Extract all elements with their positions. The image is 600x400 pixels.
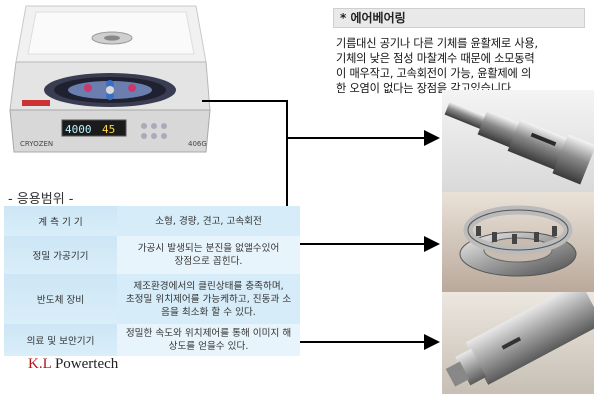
cell-line: 상도를 얻을수 있다. bbox=[168, 341, 249, 352]
arrow-to-photo-2 bbox=[286, 138, 440, 252]
cell-line: 제조환경에서의 클린상태를 충족하며, bbox=[133, 280, 284, 292]
cell-line: 가공시 발생되는 분진을 없앨수있어 bbox=[137, 243, 280, 254]
display-left: 4000 bbox=[65, 123, 92, 136]
centrifuge-model: 406G bbox=[188, 140, 207, 148]
description-cell: 가공시 발생되는 분진을 없앨수있어 장점으로 꼽힌다. bbox=[117, 236, 300, 274]
arrow-to-photo-3 bbox=[286, 244, 440, 350]
field-cell: 계 측 기 기 bbox=[4, 206, 118, 236]
table-row: 반도체 장비 제조환경에서의 클린상태를 충족하며, 초정밀 위치제어를 가능케… bbox=[4, 274, 300, 324]
air-bearing-ring-photo bbox=[442, 192, 594, 294]
company-logo: K.L Powertech bbox=[28, 356, 118, 373]
description-cell: 소형, 경량, 견고, 고속회전 bbox=[117, 206, 300, 236]
air-bearing-spindle-photo bbox=[442, 90, 594, 192]
description-line: 이 매우작고, 고속회전이 가능, 윤활제에 의 bbox=[336, 67, 532, 80]
table-row: 계 측 기 기 소형, 경량, 견고, 고속회전 bbox=[4, 206, 300, 236]
description-cell: 제조환경에서의 클린상태를 충족하며, 초정밀 위치제어를 가능케하고, 진동과… bbox=[117, 274, 300, 324]
cell-line: 장점으로 꼽힌다. bbox=[174, 256, 243, 267]
air-bearing-description: 기름대신 공기나 다른 기체를 윤활제로 사용, 기체의 낮은 점성 마찰계수 … bbox=[336, 36, 598, 96]
cell-line: 음을 최소화 할 수 있다. bbox=[161, 306, 256, 318]
air-bearing-shaft-photo bbox=[442, 292, 594, 394]
field-cell: 정밀 가공기기 bbox=[4, 236, 118, 274]
arrow-to-photo-1 bbox=[202, 100, 440, 146]
field-cell: 반도체 장비 bbox=[4, 274, 118, 324]
description-line: 기름대신 공기나 다른 기체를 윤활제로 사용, bbox=[336, 37, 538, 50]
centrifuge-brand: CRYOZEN bbox=[20, 140, 53, 148]
display-right: 45 bbox=[102, 123, 115, 136]
cell-line: 소형, 경량, 견고, 고속회전 bbox=[155, 215, 262, 227]
cell-line: 정밀한 속도와 위치제어를 통해 이미지 해 bbox=[125, 328, 292, 339]
centrifuge-image: 4000 45 CRYOZEN 406G bbox=[6, 2, 214, 158]
air-bearing-heading: * 에어베어링 bbox=[333, 8, 585, 28]
description-line: 기체의 낮은 점성 마찰계수 때문에 소모동력 bbox=[336, 52, 535, 65]
logo-name: Powertech bbox=[54, 356, 119, 372]
application-range-title: - 응용범위 - bbox=[8, 192, 74, 207]
description-cell: 정밀한 속도와 위치제어를 통해 이미지 해 상도를 얻을수 있다. bbox=[117, 324, 300, 356]
application-range-table: 계 측 기 기 소형, 경량, 견고, 고속회전 정밀 가공기기 가공시 발생되… bbox=[4, 206, 300, 356]
field-cell: 의료 및 보안기기 bbox=[4, 324, 118, 356]
cell-line: 초정밀 위치제어를 가능케하고, 진동과 소 bbox=[125, 293, 292, 305]
logo-initials: K.L bbox=[28, 356, 52, 372]
table-row: 의료 및 보안기기 정밀한 속도와 위치제어를 통해 이미지 해 상도를 얻을수… bbox=[4, 324, 300, 356]
table-row: 정밀 가공기기 가공시 발생되는 분진을 없앨수있어 장점으로 꼽힌다. bbox=[4, 236, 300, 274]
